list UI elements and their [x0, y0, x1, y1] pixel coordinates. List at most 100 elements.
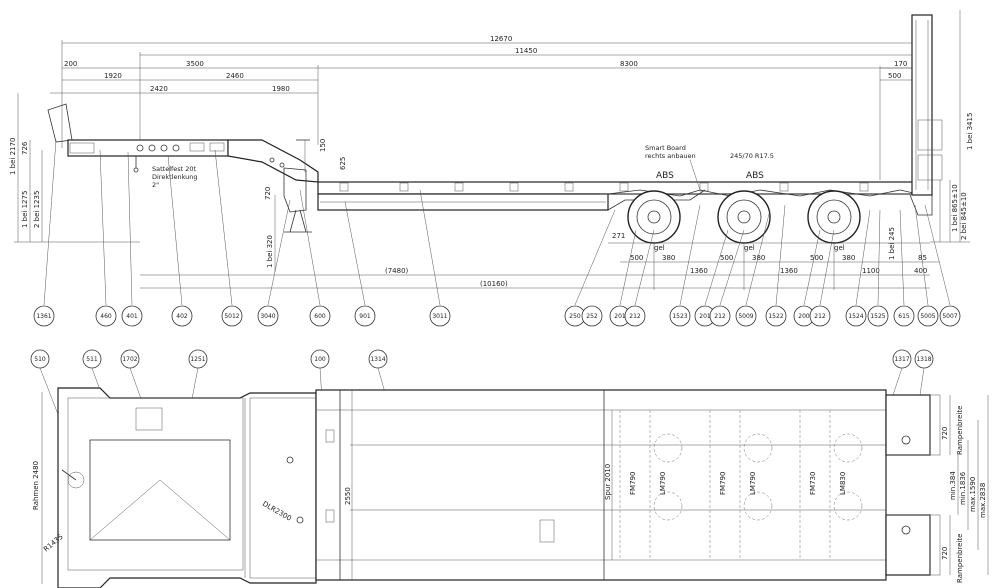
dim-1-bei-2170: 1 bei 2170: [9, 138, 17, 175]
note-kingpin-size: 2": [152, 181, 159, 189]
side-callout-number: 1523: [672, 313, 687, 320]
axle-2-wheel: [717, 190, 771, 244]
dim-380-a: 380: [662, 254, 675, 262]
dim-500-b: 500: [720, 254, 733, 262]
side-callout-bubble: [309, 305, 331, 327]
side-callout-number: 1361: [36, 313, 51, 320]
side-callout-bubble: [735, 305, 757, 327]
dim-1100: 1100: [862, 267, 880, 275]
dim-170: 170: [894, 60, 907, 68]
label-rampenbreite-top: Rampenbreite: [956, 406, 964, 455]
side-callout-number: 5009: [738, 313, 753, 320]
label-720-bottom: 720: [941, 547, 949, 560]
side-callout-number: 212: [629, 313, 641, 320]
label-2550: 2550: [344, 487, 352, 505]
side-callout-bubble: [429, 305, 451, 327]
note-rechts-anbauen: rechts anbauen: [645, 152, 696, 160]
dim-85: 85: [918, 254, 927, 262]
note-abs-2: ABS: [746, 171, 764, 181]
side-callout-number: 615: [898, 313, 910, 320]
label-fm790-1: FM790: [629, 472, 637, 495]
dim-gel-a: gel: [654, 244, 665, 252]
side-callout-number: 3011: [432, 313, 447, 320]
top-callout-number: 100: [314, 356, 326, 363]
dim-150: 150: [319, 139, 327, 152]
side-callout-leaders: [43, 139, 951, 306]
axle-3-wheel: [807, 190, 861, 244]
side-callout-bubble: [33, 305, 55, 327]
top-callout-number: 1251: [190, 356, 205, 363]
dim-1980: 1980: [272, 85, 290, 93]
label-min1836: min.1836: [959, 471, 967, 505]
dim-1-bei-3415: 1 bei 3415: [966, 113, 974, 150]
note-tyre-size: 245/70 R17.5: [730, 152, 774, 160]
label-max1590: max.1590: [969, 477, 977, 512]
side-callout-bubble: [624, 305, 646, 327]
label-spur: Spur 2010: [604, 464, 612, 500]
dim-380-c: 380: [842, 254, 855, 262]
top-callout-number: 511: [86, 356, 98, 363]
dim-2420: 2420: [150, 85, 168, 93]
dim-2-bei-1235: 2 bei 1235: [33, 191, 41, 228]
dim-2460: 2460: [226, 72, 244, 80]
side-callout-bubble: [257, 305, 279, 327]
dim-500-a: 500: [630, 254, 643, 262]
side-callout-bubble: [669, 305, 691, 327]
dim-gel-c: gel: [834, 244, 845, 252]
dim-400: 400: [914, 267, 927, 275]
dim-12670: 12670: [490, 35, 512, 43]
side-callout-number: 201: [614, 313, 626, 320]
side-callout-bubble: [809, 305, 831, 327]
right-dimension-lines: [930, 10, 970, 243]
rear-ramp: [909, 14, 943, 216]
side-callout-number: 200: [798, 313, 810, 320]
side-callout-bubble: [867, 305, 889, 327]
side-callout-number: 1525: [870, 313, 885, 320]
axle-1-wheel: [627, 190, 681, 244]
side-callout-number: 212: [714, 313, 726, 320]
side-callout-bubble: [765, 305, 787, 327]
side-callout-number: 1524: [848, 313, 863, 320]
side-callout-bubble: [354, 305, 376, 327]
top-callout-number: 1314: [370, 356, 385, 363]
side-callout-number: 402: [176, 313, 188, 320]
note-abs-1: ABS: [656, 171, 674, 181]
dim-3500: 3500: [186, 60, 204, 68]
dim-625: 625: [339, 157, 347, 170]
dim-8300: 8300: [620, 60, 638, 68]
dim-271: 271: [612, 232, 625, 240]
label-720-top: 720: [941, 427, 949, 440]
note-direktlenkung: Direktlenkung: [152, 173, 198, 181]
label-max2838: max.2838: [979, 483, 987, 518]
side-callout-number: 252: [586, 313, 598, 320]
side-callout-number: 201: [699, 313, 711, 320]
dim-1-bei-865: 1 bei 865±10: [951, 184, 959, 232]
side-callout-bubble: [939, 305, 961, 327]
dim-726: 726: [21, 141, 29, 155]
label-min384: min.384: [949, 471, 957, 500]
dim-1-bei-245: 1 bei 245: [888, 227, 896, 260]
side-callout-number: 5012: [224, 313, 239, 320]
side-callout-bubble: [917, 305, 939, 327]
side-callout-bubble: [221, 305, 243, 327]
note-sattelfest: Sattelfest 20t: [152, 165, 197, 173]
side-callout-bubble: [893, 305, 915, 327]
top-callout-number: 1702: [122, 356, 137, 363]
side-callout-number: 5005: [920, 313, 935, 320]
label-rampenbreite-bottom: Rampenbreite: [956, 534, 964, 583]
label-rahmen: Rahmen 2480: [32, 461, 40, 510]
side-callout-number: 1522: [768, 313, 783, 320]
note-smart-board: Smart Board: [645, 144, 686, 152]
dim-1-bei-1275: 1 bei 1275: [21, 191, 29, 228]
dim-11450: 11450: [515, 47, 537, 55]
side-callout-number: 401: [126, 313, 138, 320]
label-fm790-2: FM790: [719, 472, 727, 495]
dim-1360-b: 1360: [780, 267, 798, 275]
dim-500: 500: [888, 72, 901, 80]
dim-7480: (7480): [385, 267, 409, 275]
top-callout-number: 1318: [916, 356, 931, 363]
